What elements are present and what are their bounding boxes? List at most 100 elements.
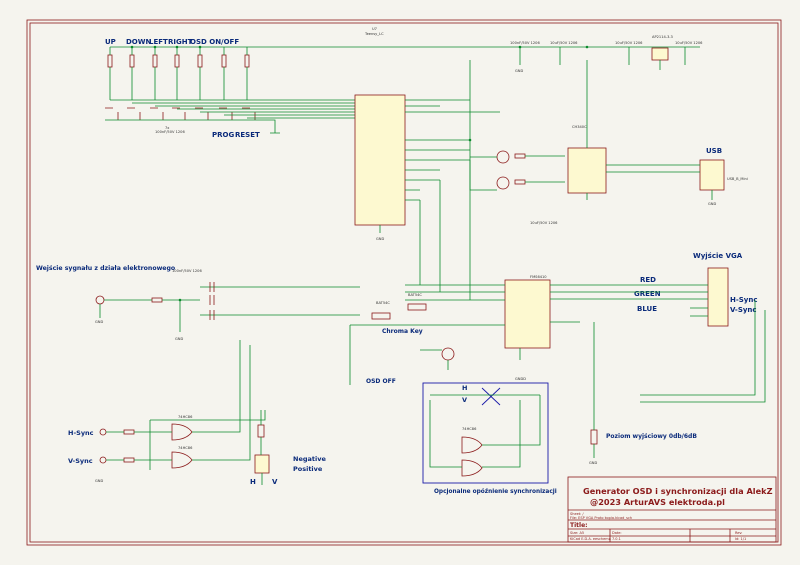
mcu-osd-nets [419, 160, 471, 300]
resistor-vsync-in [123, 457, 135, 463]
tb-file: File: ESP VGA Proto kopia.kicad_sch [570, 516, 632, 520]
level-jumper [590, 429, 598, 445]
resistor-q2 [514, 179, 526, 185]
cap-note-4: 10uF/50V 1206 [675, 41, 703, 45]
gnd-1: GND [95, 320, 103, 324]
button-lines [110, 99, 355, 119]
label-reset: RESET [235, 131, 260, 139]
cap-note-buttons: 100nF/50V 1206 [155, 130, 185, 134]
label-hsync-in: H-Sync [68, 429, 94, 437]
sheet-border [26, 19, 782, 546]
diode-name-d1: BAT54C [408, 293, 422, 297]
label-box-h: H [462, 384, 467, 392]
label-left: LEFT [149, 38, 168, 46]
label-right: RIGHT [168, 38, 193, 46]
diode-d1 [407, 303, 427, 311]
usb-serial-ic [567, 147, 607, 194]
tb-rev: Rev: [735, 531, 743, 535]
usb-ic-name: CH340C [572, 125, 587, 129]
label-blue: BLUE [637, 305, 657, 313]
sync-crossover [481, 387, 501, 406]
cap-note-2: 10uF/50V 1206 [550, 41, 578, 45]
sync-delay-box [422, 382, 549, 484]
cap-ref-buttons: 7x [165, 126, 170, 130]
polarity-nets [260, 410, 263, 485]
cap-note-3: 10uF/50V 1206 [615, 41, 643, 45]
mcu-u7 [354, 94, 406, 226]
label-osd-off: OSD OFF [366, 378, 396, 385]
sync-in-nets [106, 340, 266, 470]
pullup-resistors [107, 47, 250, 100]
gnd-4: GND [515, 69, 523, 73]
gnd-2: GND [175, 337, 183, 341]
osd-ic-nets [405, 284, 620, 360]
gnd-3: GND [376, 237, 384, 241]
label-vsync-out: V-Sync [730, 306, 757, 314]
label-negative: Negative [293, 455, 326, 463]
mcu-ref: U7 [372, 27, 377, 31]
label-osd: OSD ON/OFF [190, 38, 239, 46]
label-box-v: V [462, 396, 467, 404]
usb-connector [699, 159, 725, 191]
transistor-q3 [441, 347, 455, 361]
label-up: UP [105, 38, 116, 46]
xor-name-b: 74HC86 [178, 446, 193, 450]
diode-d2 [371, 312, 391, 320]
gnd-buttons [270, 127, 280, 134]
label-down: DOWN [126, 38, 151, 46]
vga-nets [620, 284, 766, 403]
hsync-in-connector [99, 428, 107, 436]
title-block [567, 476, 777, 543]
regulator [651, 47, 669, 61]
xor-name-c: 74HC86 [462, 427, 477, 431]
label-hsync-out: H-Sync [730, 296, 758, 304]
gnd-7: GND [589, 461, 597, 465]
mcu-nets [405, 99, 500, 201]
label-usb: USB [706, 147, 722, 155]
label-vga-output: Wyjście VGA [693, 252, 743, 260]
button-switches [105, 107, 276, 127]
tb-size: Size: A5 [570, 531, 584, 535]
label-vsync-in: V-Sync [68, 457, 93, 465]
cap-note-1: 100nF/50V 1206 [510, 41, 540, 45]
tb-date: Date: [612, 531, 622, 535]
osd-ic [504, 279, 551, 349]
mcu-name: Teensy_LC [364, 32, 384, 36]
osd-ic-name: FMS6410 [530, 275, 547, 279]
tb-title-label: Title: [570, 522, 588, 529]
transistor-nets [469, 60, 565, 191]
xor-gates-input [171, 423, 193, 469]
title-line-2: @2023 ArturAVS elektroda.pl [590, 497, 725, 507]
title-block-lines [568, 509, 776, 542]
label-positive: Positive [293, 465, 323, 473]
cap-note-osd: 10uF/50V 1206 [530, 221, 558, 225]
video-in-nets [99, 286, 360, 332]
tb-kicad: KiCad E.D.A. eeschema 7.0.1 [570, 537, 621, 541]
usb-ic-nets [586, 60, 680, 200]
resistor-hsync-in [123, 429, 135, 435]
diode-name-d2: BAT54C [376, 301, 390, 305]
label-prog: PROG [212, 131, 234, 139]
coupling-caps [209, 282, 215, 320]
polarity-jumper [254, 454, 270, 474]
video-input-connector [95, 295, 105, 305]
resistor-75-in [151, 297, 163, 303]
xor-name-a: 74HC86 [178, 415, 193, 419]
junction-dots [130, 45, 589, 302]
tb-sheet: Sheet: / [570, 512, 584, 516]
regulator-nets [519, 47, 686, 70]
vsync-in-connector [99, 456, 107, 464]
label-v: V [272, 478, 278, 486]
usb-connector-name: USB_B_Mini [727, 177, 748, 181]
label-red: RED [640, 276, 656, 284]
transistor-q1 [496, 150, 510, 164]
label-output-level: Poziom wyjściowy 0db/6dB [606, 433, 697, 440]
resistor-polarity [257, 424, 265, 438]
sheet-inner-border [29, 22, 779, 543]
label-h: H [250, 478, 256, 486]
title-line-1: Generator OSD i synchronizacji dla AlekZ [583, 486, 773, 496]
vga-connector [707, 267, 729, 327]
resistor-q1 [514, 153, 526, 159]
